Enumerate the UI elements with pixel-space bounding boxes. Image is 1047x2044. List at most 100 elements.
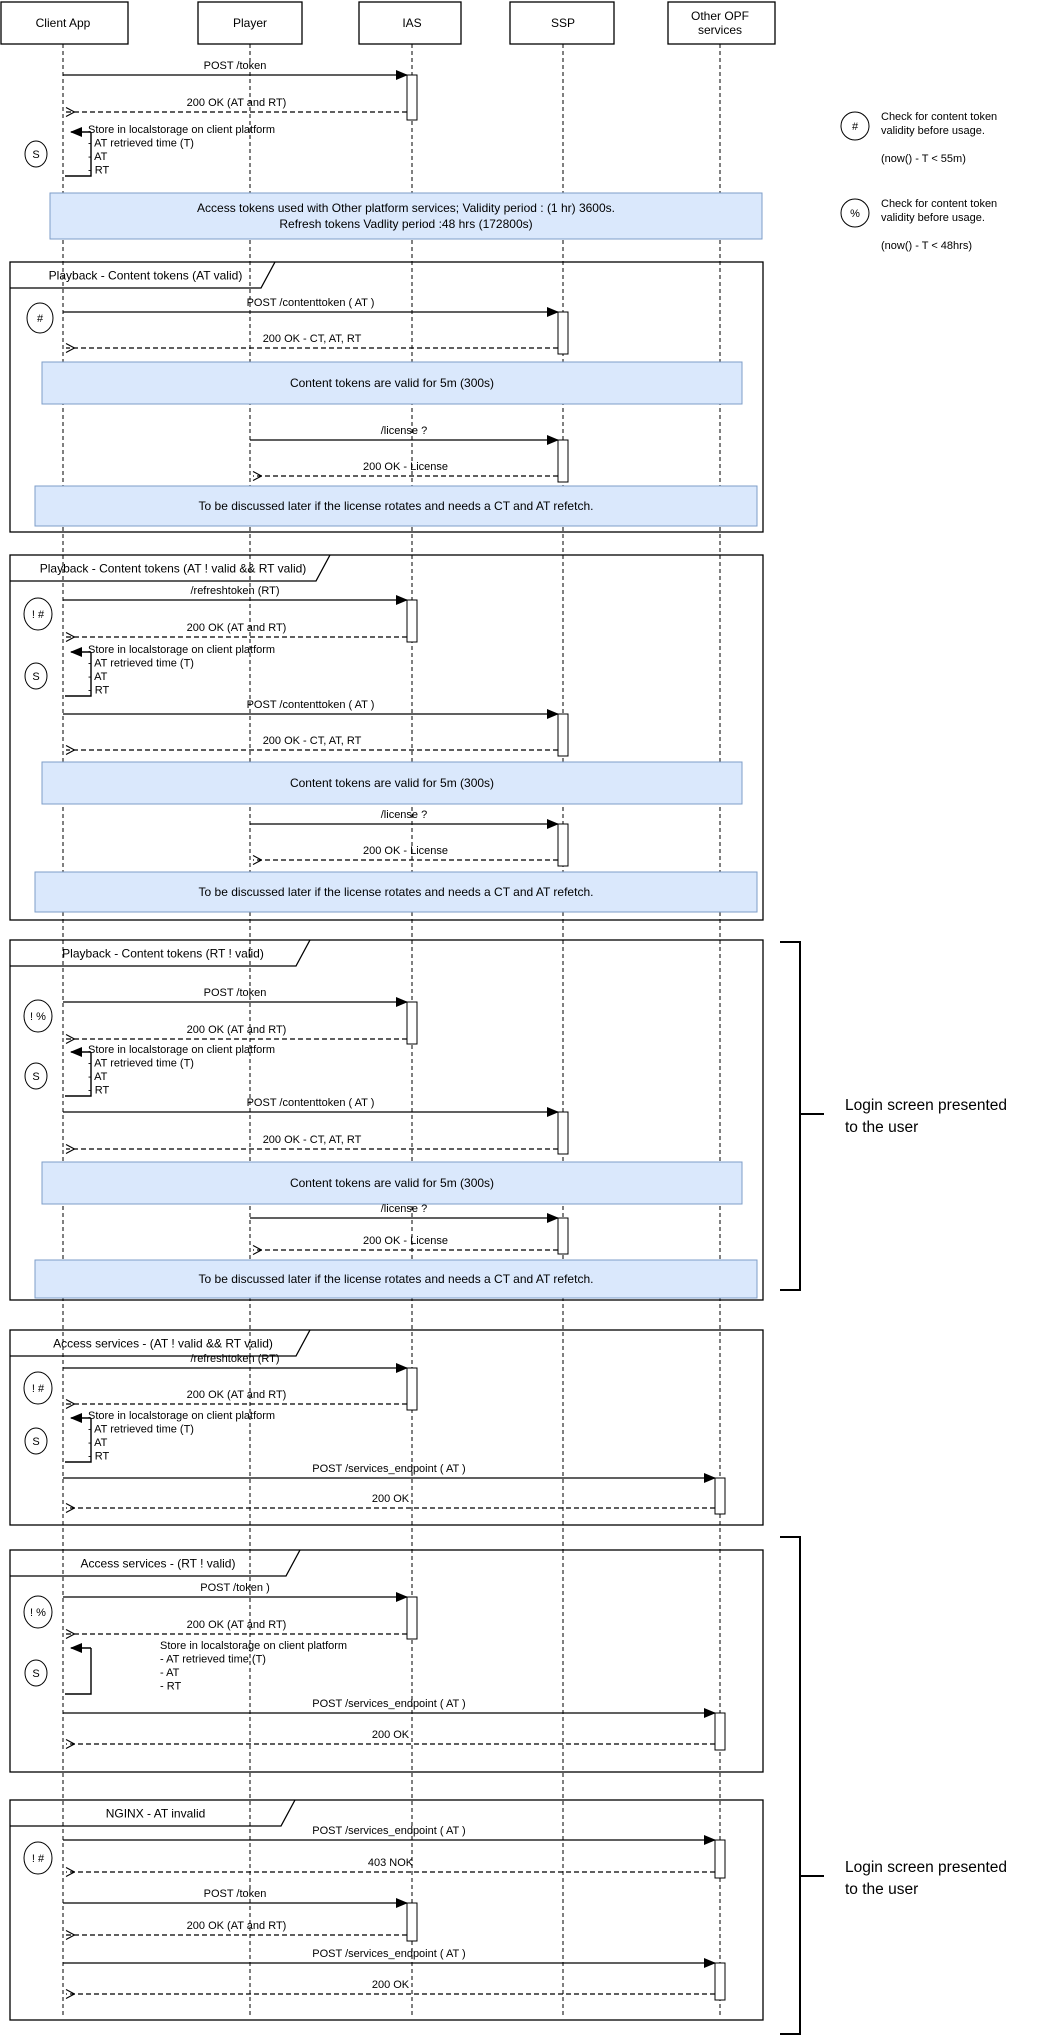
- self-call-text: - AT: [88, 671, 108, 683]
- message-label: 200 OK (AT and RT): [187, 1024, 287, 1036]
- return-message: 200 OK: [66, 1979, 715, 1994]
- return-message: 200 OK - CT, AT, RT: [66, 735, 558, 750]
- self-call-text: - RT: [160, 1681, 181, 1693]
- actor-label: Player: [233, 16, 267, 30]
- message-label: 200 OK: [372, 1979, 410, 1991]
- marker-text: S: [32, 1071, 39, 1083]
- call-message: POST /services_endpoint ( AT ): [63, 1825, 716, 1845]
- actor-ssp: SSP: [509, 1, 615, 45]
- bracket-label: Login screen presented: [845, 1097, 1007, 1114]
- call-message: POST /token: [63, 60, 408, 80]
- self-calls-layer: Store in localstorage on client platform…: [65, 124, 347, 1695]
- call-message: /license ?: [250, 425, 559, 445]
- frame-title: Playback - Content tokens (AT ! valid &&…: [40, 562, 307, 576]
- actor-box: [509, 1, 615, 45]
- note-box: [41, 361, 743, 405]
- activation-bar: [714, 1839, 726, 1879]
- legend-text: validity before usage.: [881, 125, 985, 137]
- marker-circle: [23, 1595, 53, 1629]
- marker-text: S: [32, 149, 39, 161]
- note-box: [34, 485, 758, 527]
- message-label: POST /token ): [200, 1582, 270, 1594]
- note-text: To be discussed later if the license rot…: [199, 499, 594, 513]
- return-message: 200 OK (AT and RT): [66, 622, 407, 637]
- legend-text: Check for content token: [881, 198, 997, 210]
- note-text: To be discussed later if the license rot…: [199, 1272, 594, 1286]
- bracket-label: to the user: [845, 1881, 918, 1898]
- self-call-loop: [65, 1052, 92, 1097]
- self-call-text: - AT: [88, 1437, 108, 1449]
- message-label: POST /contenttoken ( AT ): [247, 699, 375, 711]
- actor-label: SSP: [551, 16, 575, 30]
- self-call-text: - RT: [88, 1085, 109, 1097]
- marker-s: S: [24, 1659, 48, 1687]
- frame-4: Access services - (AT ! valid && RT vali…: [9, 1329, 764, 1526]
- call-message: POST /token: [63, 987, 408, 1007]
- marker-text: S: [32, 671, 39, 683]
- message-label: 403 NOK: [368, 1857, 414, 1869]
- note-1: Access tokens used with Other platform s…: [49, 192, 763, 240]
- legend-formula: (now() - T < 55m): [881, 153, 966, 165]
- marker-circle: [24, 1427, 48, 1455]
- marker-!#: ! #: [23, 597, 53, 631]
- call-message: POST /services_endpoint ( AT ): [63, 1698, 716, 1718]
- frame-title-tab: [10, 939, 311, 967]
- bracket-line: [780, 1536, 801, 2035]
- message-label: /refreshtoken (RT): [190, 585, 279, 597]
- marker-!%: ! %: [23, 1595, 53, 1629]
- note-text: Content tokens are valid for 5m (300s): [290, 776, 494, 790]
- legend-formula: (now() - T < 48hrs): [881, 240, 972, 252]
- activation-bar: [714, 1477, 726, 1515]
- actor-label: IAS: [402, 16, 421, 30]
- message-label: 200 OK: [372, 1493, 410, 1505]
- message-label: POST /token: [204, 987, 267, 999]
- legend-symbol: %: [850, 208, 860, 220]
- message-label: /license ?: [381, 1203, 427, 1215]
- self-call-loop: [65, 132, 92, 177]
- note-box: [34, 871, 758, 913]
- frame-5: Access services - (RT ! valid): [9, 1549, 764, 1773]
- self-call-text: Store in localstorage on client platform: [88, 1410, 275, 1422]
- return-message: 200 OK (AT and RT): [66, 1619, 407, 1634]
- legend-text: Check for content token: [881, 111, 997, 123]
- marker-circle: [24, 1062, 48, 1090]
- frame-title: Access services - (AT ! valid && RT vali…: [53, 1337, 273, 1351]
- call-message: POST /contenttoken ( AT ): [63, 1097, 559, 1117]
- activation-bar: [714, 1962, 726, 2001]
- note-text: Content tokens are valid for 5m (300s): [290, 1176, 494, 1190]
- activation-bar: [406, 599, 418, 643]
- call-message: POST /contenttoken ( AT ): [63, 699, 559, 719]
- message-label: POST /services_endpoint ( AT ): [312, 1463, 465, 1475]
- self-call-text: Store in localstorage on client platform: [88, 644, 275, 656]
- message-label: 200 OK (AT and RT): [187, 1389, 287, 1401]
- self-call-4: Store in localstorage on client platform…: [65, 1410, 275, 1463]
- return-message: 200 OK (AT and RT): [66, 1389, 407, 1404]
- activation-bar: [557, 823, 569, 867]
- activation-bar: [557, 439, 569, 483]
- marker-text: ! #: [32, 1383, 45, 1395]
- actor-label: services: [698, 23, 742, 37]
- return-message: 200 OK: [66, 1493, 715, 1508]
- marker-text: ! #: [32, 609, 45, 621]
- message-label: POST /services_endpoint ( AT ): [312, 1825, 465, 1837]
- marker-!#: ! #: [23, 1371, 53, 1405]
- note-6: Content tokens are valid for 5m (300s): [41, 1161, 743, 1205]
- self-call-text: Store in localstorage on client platform: [88, 124, 275, 136]
- call-message: POST /services_endpoint ( AT ): [63, 1948, 716, 1968]
- marker-text: ! %: [30, 1011, 46, 1023]
- message-label: POST /contenttoken ( AT ): [247, 1097, 375, 1109]
- activation-bar: [557, 1111, 569, 1155]
- actor-box: [197, 1, 303, 45]
- marker-s: S: [24, 1427, 48, 1455]
- actor-ias: IAS: [358, 1, 462, 45]
- activation-bar: [406, 74, 418, 121]
- frame-title-tab: [10, 1329, 311, 1357]
- call-message: /license ?: [250, 1203, 559, 1223]
- message-label: POST /services_endpoint ( AT ): [312, 1698, 465, 1710]
